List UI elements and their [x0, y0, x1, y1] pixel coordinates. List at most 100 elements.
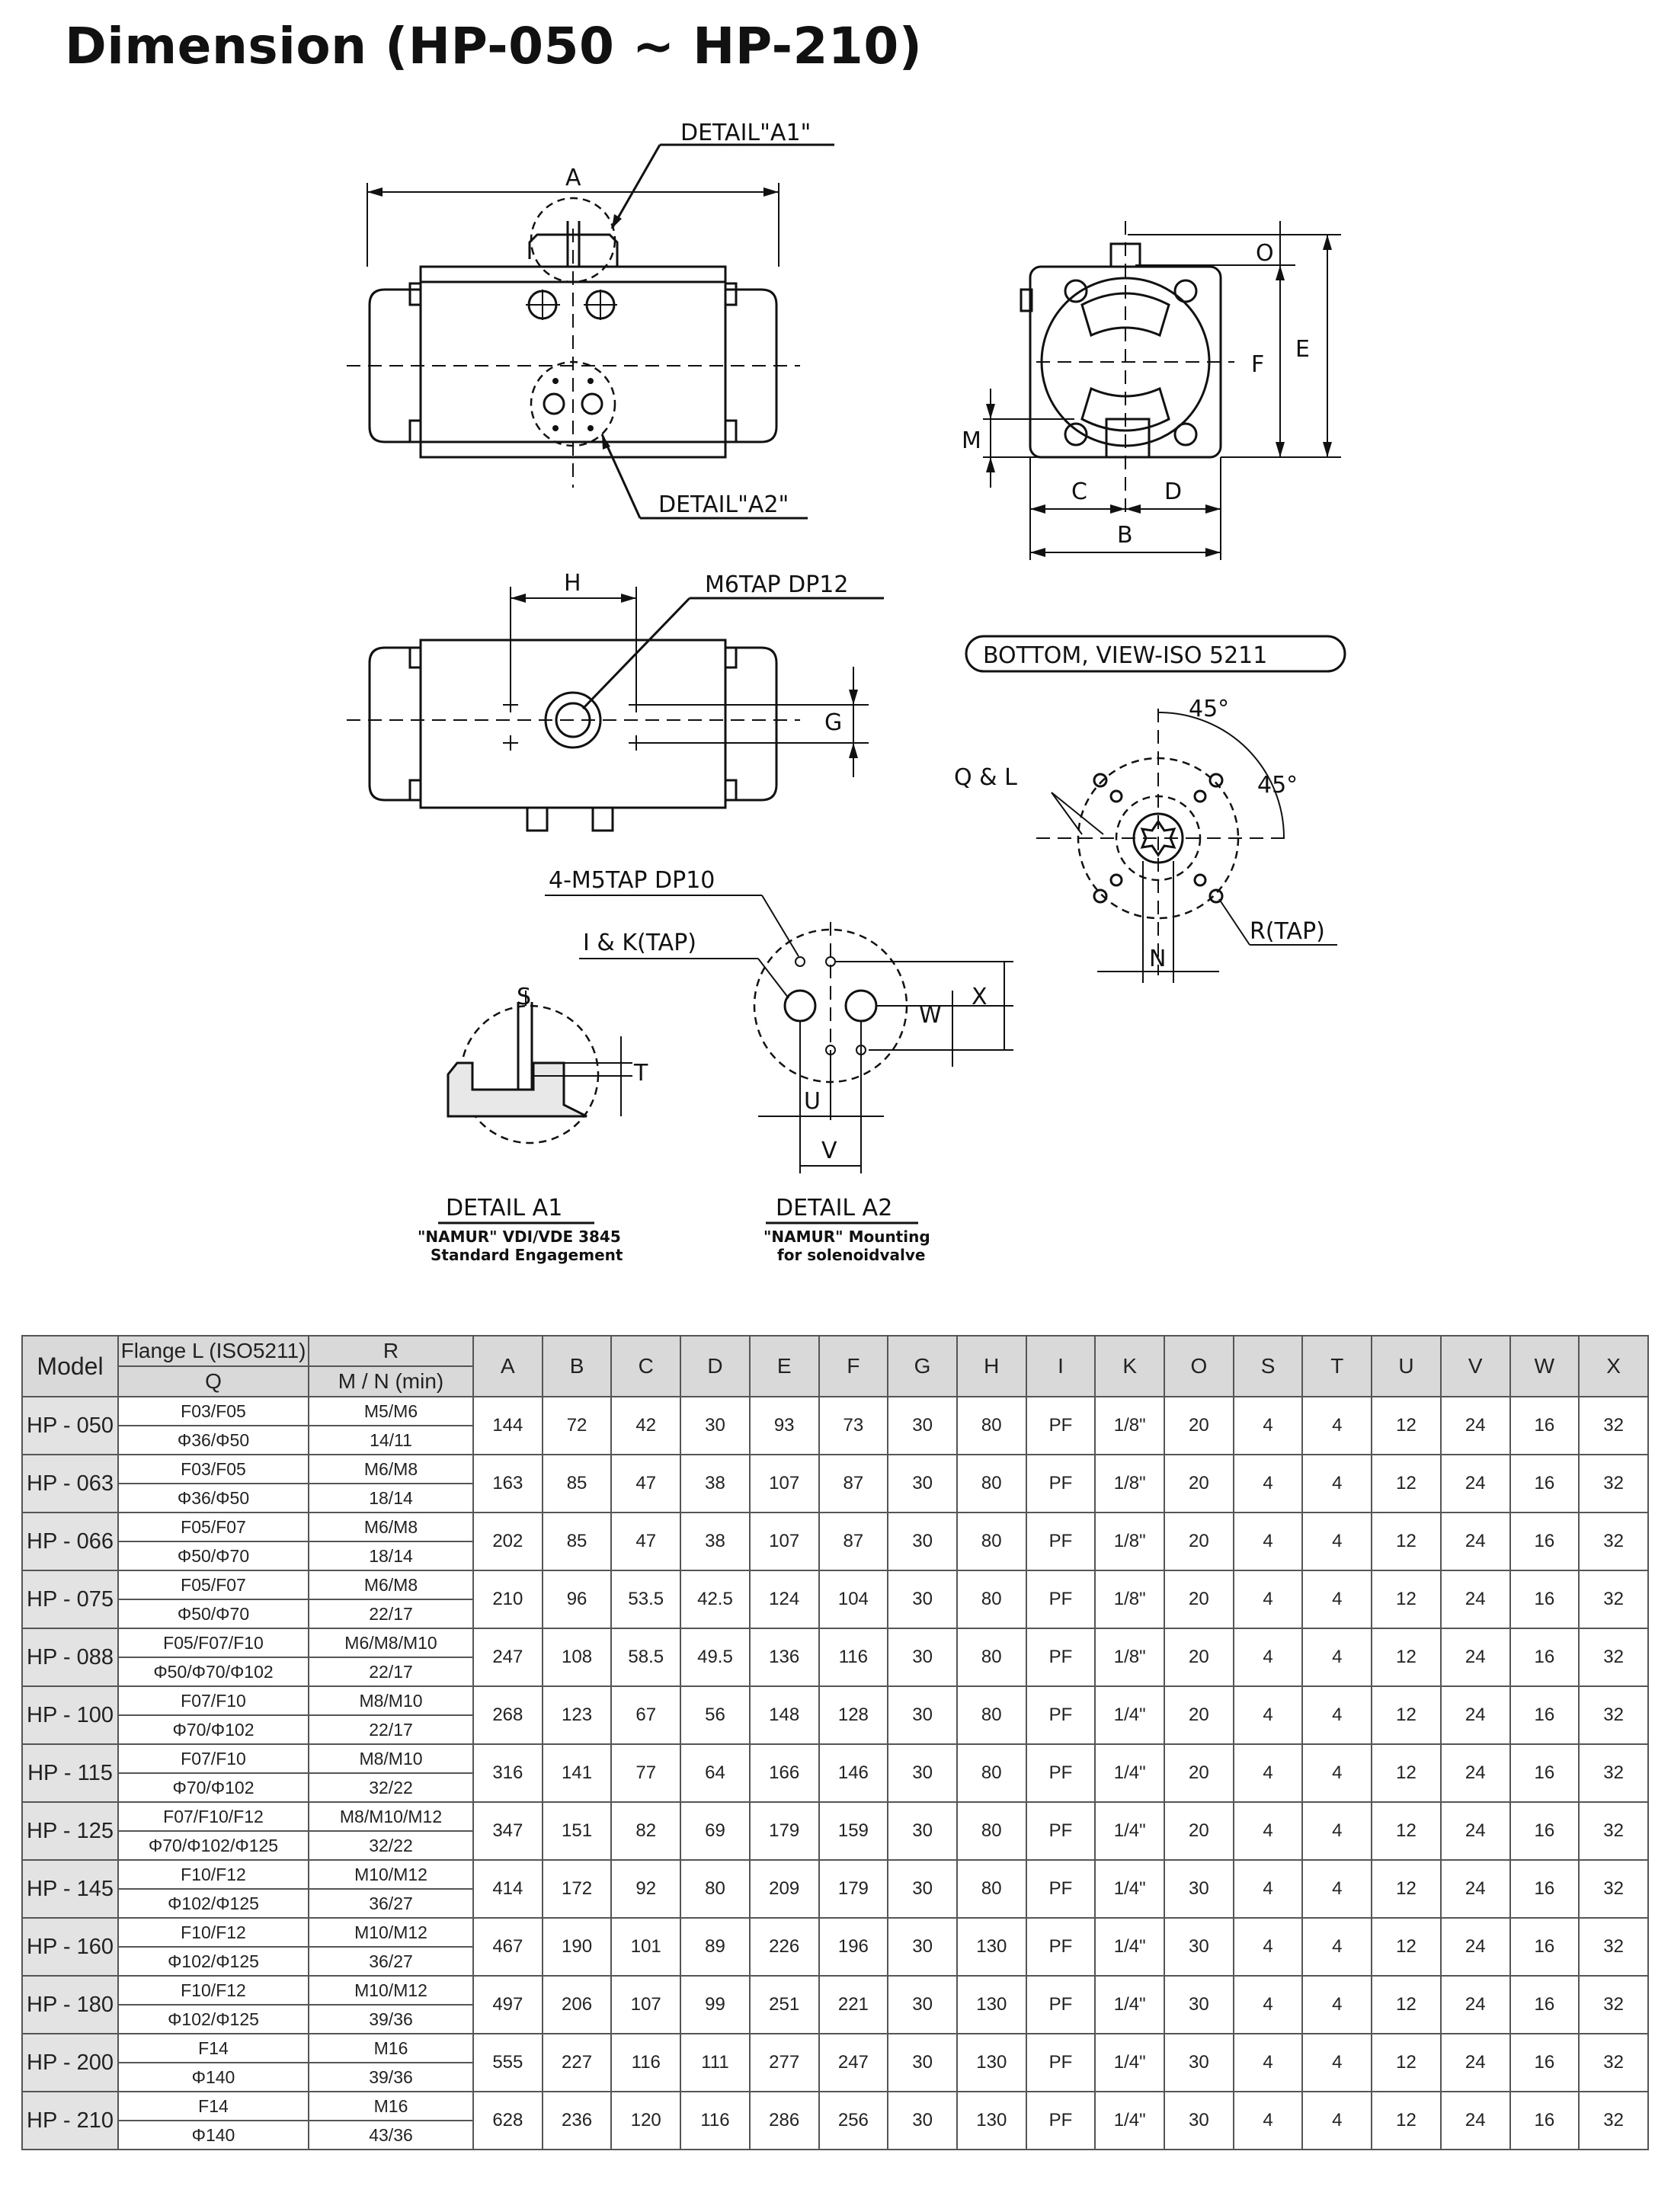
model-cell: HP - 200 — [21, 2033, 119, 2092]
value-cell: 4 — [1301, 1512, 1373, 1571]
value-cell: 4 — [1301, 1917, 1373, 1977]
value-cell: 16 — [1509, 1685, 1580, 1745]
dim-w-label: W — [919, 1002, 942, 1029]
value-cell: 247 — [818, 2033, 889, 2092]
value-cell: 4 — [1232, 1975, 1304, 2034]
flange-q-cell: Φ140 — [117, 2120, 309, 2150]
value-cell: 101 — [610, 1917, 682, 1977]
value-cell: 53.5 — [610, 1570, 682, 1629]
q-and-l-label: Q & L — [954, 764, 1017, 791]
value-cell: 20 — [1164, 1512, 1234, 1571]
value-cell: 210 — [472, 1570, 543, 1629]
model-cell: HP - 180 — [21, 1975, 119, 2034]
model-cell: HP - 063 — [21, 1454, 119, 1513]
header-col: K — [1094, 1335, 1166, 1397]
dimension-table: Model Flange L (ISO5211) R A B C D E F G… — [21, 1335, 1649, 2150]
header-col: W — [1509, 1335, 1580, 1397]
dim-g-label: G — [824, 709, 842, 736]
value-cell: 107 — [610, 1975, 682, 2034]
r-cell: M16 — [308, 2091, 474, 2121]
mn-cell: 43/36 — [308, 2120, 474, 2150]
detail-a1-callout: DETAIL"A1" — [680, 120, 811, 146]
value-cell: 179 — [818, 1859, 889, 1919]
value-cell: 20 — [1164, 1628, 1234, 1687]
value-cell: 196 — [818, 1917, 889, 1977]
value-cell: 146 — [818, 1743, 889, 1803]
value-cell: 166 — [748, 1743, 820, 1803]
value-cell: 24 — [1439, 1743, 1511, 1803]
value-cell: 32 — [1578, 1512, 1649, 1571]
value-cell: 30 — [1164, 1859, 1234, 1919]
r-cell: M6/M8/M10 — [308, 1628, 474, 1658]
dim-x-label: X — [972, 984, 988, 1010]
value-cell: 12 — [1371, 2091, 1442, 2150]
value-cell: 24 — [1439, 1685, 1511, 1745]
value-cell: 30 — [887, 1628, 958, 1687]
value-cell: 24 — [1439, 1628, 1511, 1687]
header-col: D — [680, 1335, 751, 1397]
value-cell: 4 — [1232, 1454, 1304, 1513]
header-col: S — [1232, 1335, 1304, 1397]
value-cell: 24 — [1439, 1917, 1511, 1977]
r-cell: M6/M8 — [308, 1512, 474, 1542]
detail-a2-title: DETAIL A2 — [776, 1195, 892, 1221]
dim-s-label: S — [517, 984, 531, 1010]
value-cell: 20 — [1164, 1570, 1234, 1629]
header-col: H — [956, 1335, 1027, 1397]
value-cell: 179 — [748, 1801, 820, 1861]
value-cell: 159 — [818, 1801, 889, 1861]
detail-a2: 4-M5TAP DP10 I & K(TAP) W X U V DETAIL A… — [545, 867, 1013, 1264]
value-cell: 116 — [610, 2033, 682, 2092]
value-cell: 24 — [1439, 1801, 1511, 1861]
value-cell: 92 — [610, 1859, 682, 1919]
value-cell: 286 — [748, 2091, 820, 2150]
value-cell: 4 — [1232, 2033, 1304, 2092]
header-col: U — [1371, 1335, 1442, 1397]
value-cell: 12 — [1371, 1743, 1442, 1803]
flange-l-cell: F07/F10/F12 — [117, 1801, 309, 1832]
value-cell: 58.5 — [610, 1628, 682, 1687]
detail-a2-callout: DETAIL"A2" — [658, 491, 789, 518]
value-cell: PF — [1025, 2033, 1096, 2092]
dim-u-label: U — [804, 1088, 821, 1115]
model-cell: HP - 115 — [21, 1743, 119, 1803]
value-cell: 30 — [887, 1570, 958, 1629]
mn-cell: 18/14 — [308, 1483, 474, 1513]
dim-f-label: F — [1251, 351, 1264, 378]
value-cell: 30 — [887, 1512, 958, 1571]
r-tap-label: R(TAP) — [1250, 918, 1325, 945]
header-model: Model — [21, 1335, 119, 1397]
value-cell: 1/4" — [1094, 1859, 1166, 1919]
mn-cell: 39/36 — [308, 2062, 474, 2092]
mn-cell: 36/27 — [308, 1946, 474, 1977]
value-cell: 32 — [1578, 1685, 1649, 1745]
dim-b-label: B — [1117, 522, 1133, 549]
dim-c-label: C — [1071, 479, 1087, 505]
value-cell: 12 — [1371, 1801, 1442, 1861]
dim-h-label: H — [564, 570, 581, 597]
value-cell: 4 — [1301, 1570, 1373, 1629]
value-cell: 80 — [956, 1743, 1027, 1803]
detail-a2-subtitle-1: "NAMUR" Mounting — [763, 1228, 930, 1246]
value-cell: 93 — [748, 1396, 820, 1455]
header-col: I — [1025, 1335, 1096, 1397]
value-cell: 108 — [541, 1628, 613, 1687]
detail-a1: S T DETAIL A1 "NAMUR" VDI/VDE 3845 Stand… — [418, 984, 648, 1264]
value-cell: 4 — [1301, 1628, 1373, 1687]
mn-cell: 39/36 — [308, 2004, 474, 2034]
r-cell: M10/M12 — [308, 1975, 474, 2006]
dim-v-label: V — [821, 1138, 837, 1164]
value-cell: 16 — [1509, 1454, 1580, 1513]
value-cell: 80 — [680, 1859, 751, 1919]
value-cell: 24 — [1439, 1454, 1511, 1513]
value-cell: 30 — [887, 2091, 958, 2150]
mn-cell: 22/17 — [308, 1714, 474, 1745]
value-cell: 16 — [1509, 1801, 1580, 1861]
flange-l-cell: F07/F10 — [117, 1743, 309, 1774]
r-cell: M8/M10/M12 — [308, 1801, 474, 1832]
